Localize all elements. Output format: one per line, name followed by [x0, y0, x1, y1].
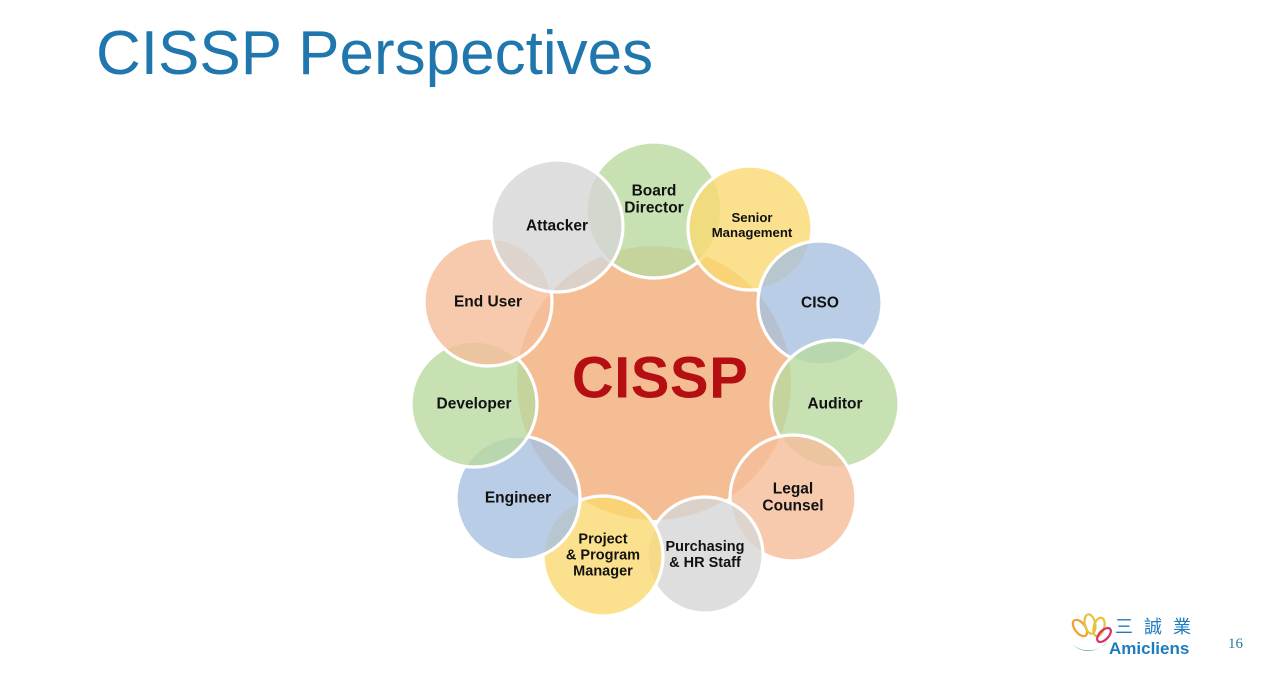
logo-brand-glyphs: Amicliens — [1109, 639, 1189, 658]
perspective-circle[interactable] — [489, 158, 625, 294]
satellite-circles-group — [409, 140, 901, 618]
logo-brand-text: Amicliens — [1109, 639, 1189, 658]
page-number: 16 — [1228, 636, 1243, 652]
logo-chinese-text: 三 誠 業 — [1115, 617, 1194, 637]
logo-svg: 三 誠 業 Amicliens — [1071, 613, 1194, 658]
page-title: CISSP Perspectives — [96, 19, 654, 88]
perspective-circle[interactable] — [728, 433, 858, 563]
logo-chinese-glyphs: 三 誠 業 — [1115, 617, 1194, 637]
diagram-svg — [409, 140, 901, 618]
flower-icon — [1071, 613, 1112, 652]
center-circle — [517, 246, 791, 520]
company-logo: 三 誠 業 Amicliens — [1066, 610, 1196, 666]
